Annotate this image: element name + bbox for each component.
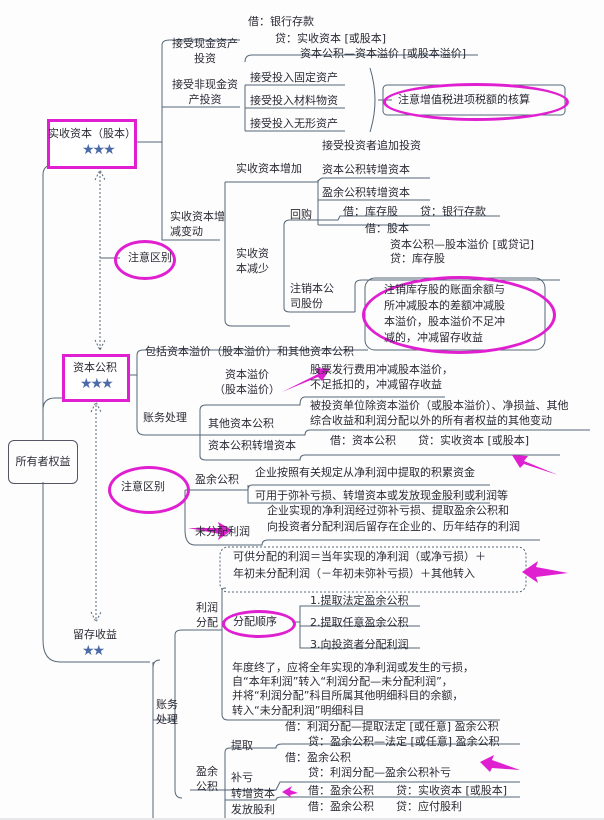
changes-label: 实收资本增减变动 xyxy=(170,210,225,238)
appropriation-debit: 借：利润分配—提取法定 [或任意] 盈余公积 xyxy=(285,720,499,733)
order-label: 分配顺序 xyxy=(233,615,277,628)
capital-reserve-accounting: 账务处理 xyxy=(143,411,187,424)
buyback-label: 回购 xyxy=(290,208,312,221)
cash-investment-credit2: 资本公积—资本溢价 [或股本溢价] xyxy=(300,47,467,60)
to-capital-label: 转增资本 xyxy=(231,787,275,800)
premium-label: （股本溢价） xyxy=(214,383,280,396)
undistributed-label: 未分配利润 xyxy=(195,525,250,538)
capital-reserve-title: 资本公积 xyxy=(73,361,117,374)
page-bottom-edge xyxy=(0,818,604,820)
undistributed-def: 企业实现的净利润经过弥补亏损、提取盈余公积和 xyxy=(267,504,509,517)
paid-in-capital-box xyxy=(47,119,137,169)
appropriation-credit: 贷：盈余公积—法定 [或任意] 盈余公积 xyxy=(308,735,500,748)
order-item: 3.向投资者分配利润 xyxy=(310,638,409,651)
cancel-note-line: 本溢价，股本溢价不足冲 xyxy=(384,315,505,328)
cover-loss-label: 补亏 xyxy=(231,771,253,784)
formula-line: 年初未分配利润（－年初未弥补亏损）＋其他转入 xyxy=(233,567,475,580)
retained-earnings-title: 留存收益 xyxy=(73,628,117,641)
increase-item: 资本公积转增资本 xyxy=(322,163,410,176)
increase-label: 实收资本增加 xyxy=(236,162,302,175)
cancel-note-highlight xyxy=(362,276,556,354)
increase-item: 接受投资者追加投资 xyxy=(322,139,421,152)
note-diff-label: 注意区别 xyxy=(121,480,165,493)
root-label: 所有者权益 xyxy=(15,455,71,468)
note-diff-highlight xyxy=(108,466,190,514)
retained-accounting-label: 账务处理 xyxy=(156,698,178,726)
root-node xyxy=(8,440,78,484)
formula-line: 可供分配的利润＝当年实现的净利润（或净亏损）＋ xyxy=(233,550,486,563)
premium-label: 资本溢价 xyxy=(225,368,269,381)
year-end-line: 年度终了，应将全年实现的净利润或发生的亏损， xyxy=(232,661,474,674)
order-item: 2.提取任意盈余公积 xyxy=(310,616,409,629)
other-reserve-label: 其他资本公积 xyxy=(208,417,274,430)
profit-distribution-label: 利润分配 xyxy=(196,601,218,629)
other-reserve-note: 综合收益和利润分配以外的所有者权益的其他变动 xyxy=(310,414,552,427)
decrease-label: 实收资本减少 xyxy=(236,247,269,275)
premium-note: 不足抵扣的，冲减留存收益 xyxy=(310,378,442,391)
capital-reserve-box xyxy=(62,354,130,402)
reserve-transfer-entry: 借：资本公积 贷：实收资本 [或股本] xyxy=(330,434,530,447)
year-end-line: 并将“利润分配”科目所属其他明细科目的余额， xyxy=(232,689,464,702)
reserve-transfer-label: 资本公积转增资本 xyxy=(208,439,296,452)
cover-loss-credit: 贷：利润分配—盈余公积补亏 xyxy=(308,766,451,779)
cash-investment-label: 接受现金资产投资 xyxy=(172,37,238,65)
other-reserve-note: 被投资单位除资本溢价（或股本溢价）、净损益、其他 xyxy=(310,399,569,412)
note-diff-highlight xyxy=(114,240,176,280)
cash-investment-credit: 贷：实收资本 [或股本] xyxy=(275,32,387,45)
cover-loss-debit: 借：盈余公积 xyxy=(285,751,351,764)
cancel-credit: 贷：库存股 xyxy=(390,252,445,265)
cancel-note-line: 减的，冲减留存收益 xyxy=(384,331,483,344)
year-end-line: 自“本年利润”转入“利润分配—未分配利润”， xyxy=(232,675,453,688)
noncash-investment-label: 接受非现金资产投资 xyxy=(172,78,238,106)
note-diff-label: 注意区别 xyxy=(128,251,172,264)
order-highlight xyxy=(222,610,296,638)
year-end-line: 转入“未分配利润”明细科目 xyxy=(232,704,365,717)
star-rating-icon: ★★ xyxy=(82,643,105,659)
noncash-item: 接受投入无形资产 xyxy=(250,117,338,130)
dividend-entry: 借：盈余公积 贷：应付股利 xyxy=(308,800,462,813)
vat-note: 注意增值税进项税额的核算 xyxy=(398,93,530,106)
vat-note-highlight xyxy=(383,83,569,121)
cancel-label: 注销本公司股份 xyxy=(290,282,334,310)
surplus-label: 盈余公积 xyxy=(196,765,218,793)
undistributed-def: 向投资者分配利润后留存在企业的、历年结存的利润 xyxy=(267,520,520,533)
cash-investment-debit: 借：银行存款 xyxy=(248,15,314,28)
cancel-debit: 借：股本 xyxy=(365,222,409,235)
capital-reserve-includes: 包括资本溢价（股本溢价）和其他资本公积 xyxy=(145,345,354,358)
cancel-note-line: 所冲减股本的差额冲减股 xyxy=(384,299,505,312)
premium-note: 股票发行费用冲减股本溢价， xyxy=(310,363,453,376)
star-rating-icon: ★★★ xyxy=(82,142,116,158)
highlight-arrows xyxy=(188,368,568,798)
cancel-debit2: 资本公积—股本溢价 [或贷记] xyxy=(390,238,535,251)
buyback-entry: 借：库存股 贷：银行存款 xyxy=(343,205,486,218)
to-capital-entry: 借：盈余公积 贷：实收资本 [或股本] xyxy=(308,784,508,797)
order-item: 1.提取法定盈余公积 xyxy=(310,594,409,607)
surplus-reserve-def: 企业按照有关规定从净利润中提取的积累资金 xyxy=(255,466,475,479)
increase-item: 盈余公积转增资本 xyxy=(322,186,410,199)
star-rating-icon: ★★★ xyxy=(80,376,114,392)
noncash-item: 接受投入材料物资 xyxy=(250,94,338,107)
noncash-item: 接受投入固定资产 xyxy=(250,71,338,84)
dividend-label: 发放股利 xyxy=(231,803,275,816)
cancel-note-line: 注销库存股的账面余额与 xyxy=(384,283,505,296)
surplus-reserve-use: 可用于弥补亏损、转增资本或发放现金股利或利润等 xyxy=(255,489,508,502)
paid-in-capital-title: 实收资本（股本） xyxy=(48,127,136,140)
appropriation-label: 提取 xyxy=(231,739,253,752)
surplus-reserve-label: 盈余公积 xyxy=(195,473,239,486)
